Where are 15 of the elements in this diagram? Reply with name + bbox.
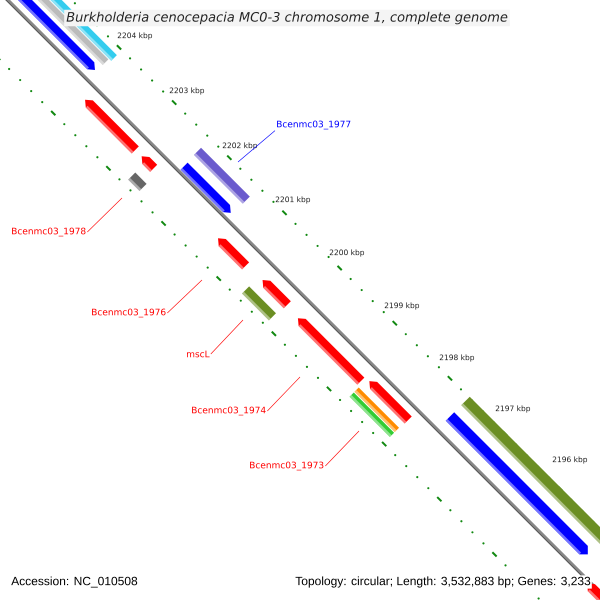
footer-text: Topology: circular; Length: 3,532,883 bp; Genes: 3,233 xyxy=(294,575,592,589)
title: Burkholderia cenocepacia MC0-3 chromosome 1, complete genome xyxy=(64,10,510,26)
leader-line xyxy=(87,198,122,232)
gene-label: Bcenmc03_1978 xyxy=(12,228,86,236)
gene-label: Bcenmc03_1977 xyxy=(277,120,350,130)
leader-line xyxy=(167,280,202,314)
leader-line xyxy=(267,376,300,412)
leader-line xyxy=(238,130,276,162)
leader-line xyxy=(325,430,360,466)
gene-label: Bcenmc03_1976 xyxy=(92,308,166,318)
gene-label: Bcenmc03_1974 xyxy=(192,406,266,416)
footer-text: Accession: NC_010508 xyxy=(10,575,139,589)
gene-label: mscL xyxy=(187,350,210,358)
leader-line xyxy=(210,320,244,354)
gene-label: Bcenmc03_1973 xyxy=(250,462,324,470)
